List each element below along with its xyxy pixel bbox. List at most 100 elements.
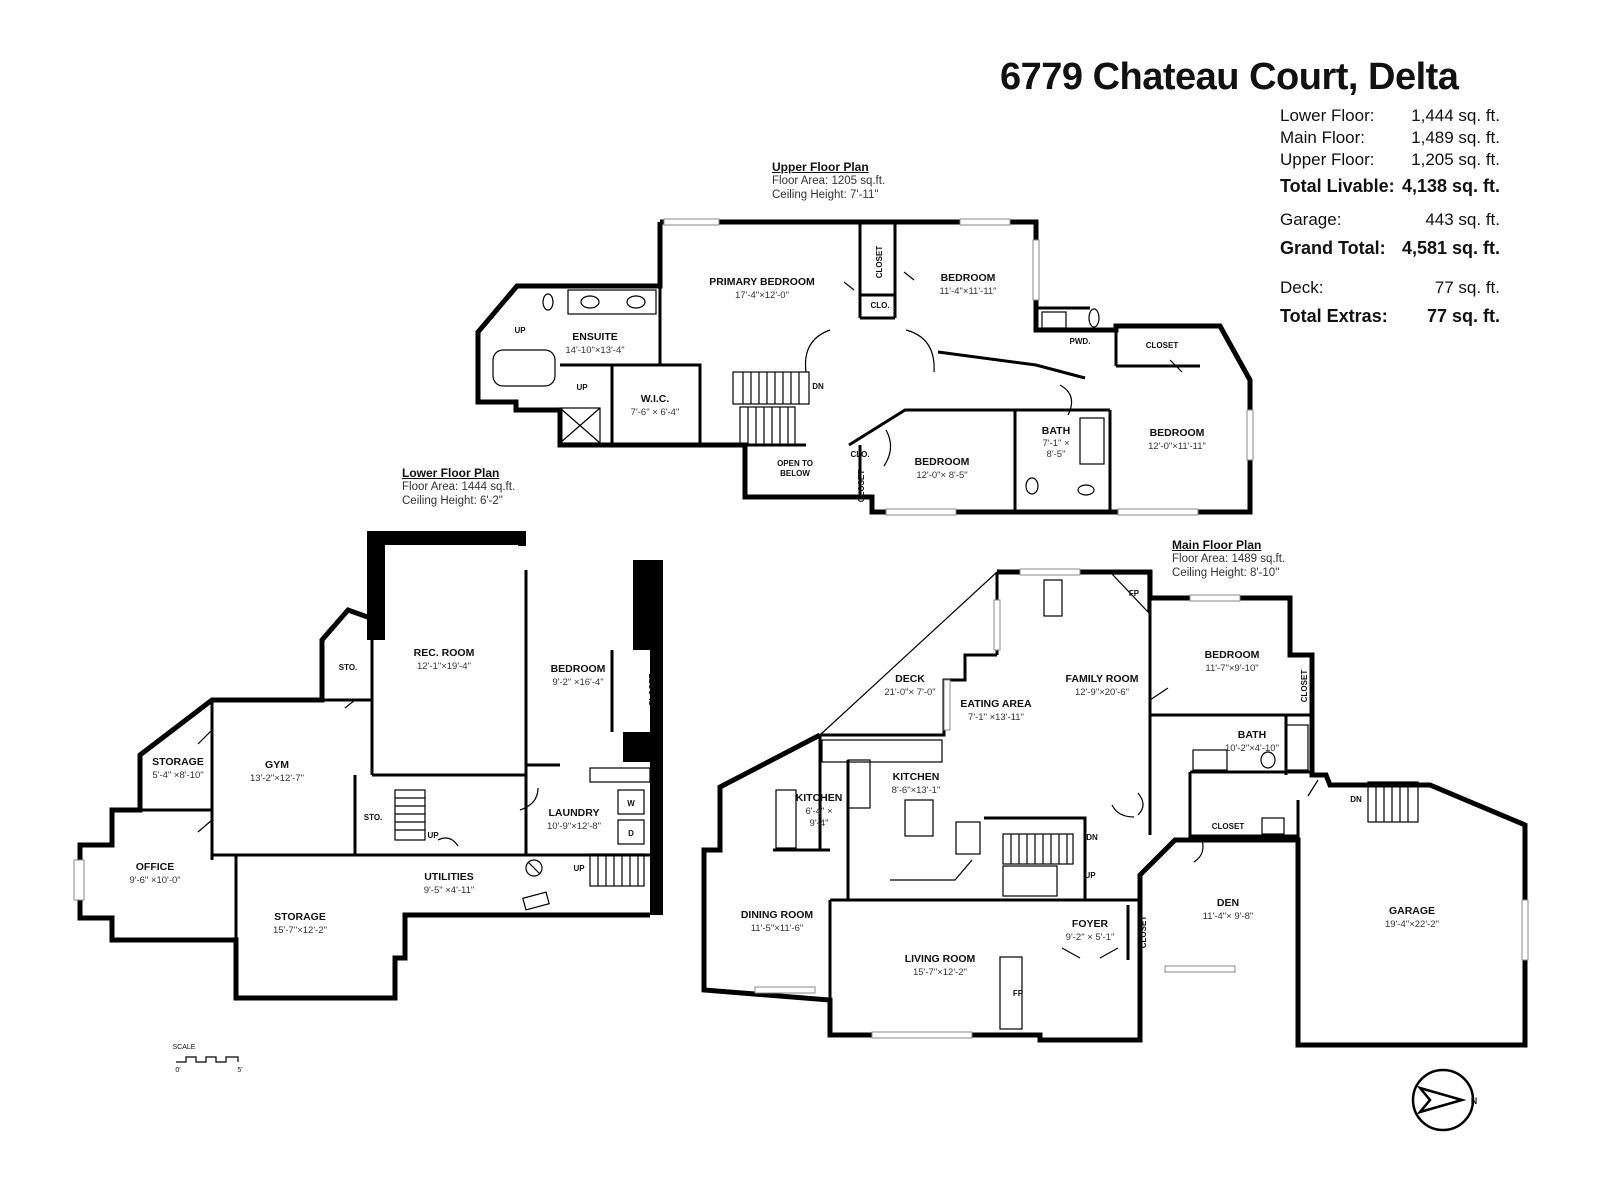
main-deck-dim: 21'-0"× 7'-0" bbox=[884, 687, 935, 698]
main-floor-info: Main Floor Plan Floor Area: 1489 sq.ft. … bbox=[1172, 538, 1285, 580]
main-garage-dim: 19'-4"×22'-2" bbox=[1385, 919, 1439, 930]
lower-storage-1-dim: 5'-4" ×8'-10" bbox=[152, 770, 203, 781]
main-floor-area: Floor Area: 1489 sq.ft. bbox=[1172, 553, 1286, 565]
upper-bedroom-3-dim: 12'-0"× 8'-5" bbox=[916, 470, 967, 481]
main-closet-label-3: CLOSET bbox=[1139, 916, 1148, 949]
main-den-label: DEN bbox=[1217, 897, 1239, 909]
area-value: 77 sq. ft. bbox=[1426, 306, 1500, 326]
main-dining-room-dim: 11'-5"×11'-6" bbox=[751, 923, 804, 934]
upper-bath-dim-1: 7'-1" × bbox=[1042, 438, 1069, 449]
lower-laundry-label: LAUNDRY bbox=[549, 807, 600, 819]
main-eating-area-dim: 7'-1" ×13'-11" bbox=[968, 712, 1024, 723]
lower-floor-info: Lower Floor Plan Floor Area: 1444 sq.ft.… bbox=[402, 466, 515, 508]
lower-gym-dim: 13'-2"×12'-7" bbox=[250, 773, 304, 784]
upper-floor-ceiling: Ceiling Height: 7'-11" bbox=[772, 189, 879, 201]
main-family-room-dim: 12'-9"×20'-6" bbox=[1075, 687, 1129, 698]
area-row: Lower Floor:1,444 sq. ft. bbox=[1280, 106, 1500, 128]
main-deck-label: DECK bbox=[895, 673, 925, 685]
upper-bedroom-1-dim: 11'-4"×11'-11" bbox=[939, 286, 996, 297]
area-row: Total Extras: 77 sq. ft. bbox=[1280, 306, 1500, 328]
area-label: Total Extras: bbox=[1280, 306, 1388, 326]
main-kitchen-dim: 8'-6"×13'-1" bbox=[892, 785, 941, 796]
area-row: Garage:443 sq. ft. bbox=[1280, 210, 1500, 232]
area-row: Total Livable:4,138 sq. ft. bbox=[1280, 176, 1500, 198]
lower-storage-2-dim: 15'-7"×12'-2" bbox=[273, 925, 327, 936]
lower-floor-title: Lower Floor Plan bbox=[402, 466, 500, 480]
upper-up-label-2: UP bbox=[576, 383, 588, 392]
lower-floor-plan: REC. ROOM 12'-1"×19'-4" BEDROOM 9'-2" ×1… bbox=[73, 531, 663, 1001]
lower-floor-area: Floor Area: 1444 sq.ft. bbox=[402, 481, 516, 493]
lower-stairs bbox=[394, 789, 645, 887]
upper-clo-label-2: CLO. bbox=[850, 450, 869, 459]
upper-closet-label-2: CLOSET bbox=[875, 246, 884, 279]
lower-storage-1-label: STORAGE bbox=[152, 756, 204, 768]
main-living-room-dim: 15'-7"×12'-2" bbox=[913, 967, 967, 978]
upper-closet-label-1: CLOSET bbox=[1146, 341, 1179, 350]
lower-floor-ceiling: Ceiling Height: 6'-2" bbox=[402, 495, 503, 507]
upper-stairs bbox=[732, 371, 810, 446]
lower-dryer-label: D bbox=[628, 829, 634, 838]
upper-wic-label: W.I.C. bbox=[641, 393, 670, 405]
main-fireplace-label-1: FP bbox=[1129, 589, 1140, 598]
upper-bath-dim-2: 8'-5" bbox=[1047, 449, 1066, 460]
main-floor-plan: DECK 21'-0"× 7'-0" EATING AREA 7'-1" ×13… bbox=[701, 568, 1529, 1048]
upper-floor-plan: PRIMARY BEDROOM 17'-4"×12'-0" BEDROOM 11… bbox=[475, 218, 1254, 516]
upper-open-to-label-2: BELOW bbox=[780, 469, 810, 478]
main-closet-label-2: CLOSET bbox=[1212, 822, 1245, 831]
lower-utilities-label: UTILITIES bbox=[424, 871, 474, 883]
upper-bedroom-3-label: BEDROOM bbox=[915, 456, 970, 468]
main-bath-label: BATH bbox=[1238, 729, 1266, 741]
lower-laundry-dim: 10'-9"×12'-8" bbox=[547, 821, 601, 832]
main-closet-label-1: CLOSET bbox=[1300, 670, 1309, 703]
lower-sto-label-2: STO. bbox=[364, 813, 383, 822]
lower-up-label-2: UP bbox=[573, 864, 585, 873]
upper-powder-label: PWD. bbox=[1070, 337, 1091, 346]
lower-office-label: OFFICE bbox=[136, 861, 175, 873]
lower-rec-room-label: REC. ROOM bbox=[414, 647, 475, 659]
area-label: Upper Floor: bbox=[1280, 150, 1375, 169]
area-label: Grand Total: bbox=[1280, 238, 1386, 258]
north-label: N bbox=[1471, 1096, 1478, 1106]
upper-bath-label: BATH bbox=[1042, 425, 1070, 437]
upper-up-label-1: UP bbox=[514, 326, 526, 335]
area-value: 4,581 sq. ft. bbox=[1401, 238, 1500, 258]
area-value: 443 sq. ft. bbox=[1425, 210, 1500, 229]
upper-ensuite-label: ENSUITE bbox=[572, 331, 618, 343]
main-floor-ceiling: Ceiling Height: 8'-10" bbox=[1172, 567, 1280, 579]
area-value: 1,489 sq. ft. bbox=[1411, 128, 1500, 147]
main-kitchen-2-dim-1: 6'-4" × bbox=[805, 806, 832, 817]
upper-floor-area: Floor Area: 1205 sq.ft. bbox=[772, 175, 886, 187]
main-family-room-label: FAMILY ROOM bbox=[1066, 673, 1139, 685]
main-fireplace-label-2: FP bbox=[1013, 989, 1024, 998]
main-bedroom-dim: 11'-7"×9'-10" bbox=[1205, 663, 1258, 674]
area-row: Upper Floor: 1,205 sq. ft. bbox=[1280, 150, 1500, 172]
main-foyer-label: FOYER bbox=[1072, 918, 1109, 930]
upper-clo-label-1: CLO. bbox=[870, 301, 889, 310]
upper-primary-bedroom-dim: 17'-4"×12'-0" bbox=[735, 290, 789, 301]
area-label: Main Floor: bbox=[1280, 128, 1366, 147]
upper-bedroom-2-dim: 12'-0"×11'-11" bbox=[1148, 441, 1206, 452]
upper-dn-label: DN bbox=[812, 382, 824, 391]
upper-bedroom-1-label: BEDROOM bbox=[941, 272, 996, 284]
upper-floor-title: Upper Floor Plan bbox=[772, 160, 869, 174]
upper-primary-bedroom-label: PRIMARY BEDROOM bbox=[709, 276, 815, 288]
main-eating-area-label: EATING AREA bbox=[960, 698, 1032, 710]
main-kitchen-2-dim-2: 9'-4" bbox=[810, 818, 829, 829]
lower-closet-label: CLOSET bbox=[648, 674, 657, 707]
north-arrow-icon: N bbox=[1411, 1068, 1478, 1132]
main-garage-label: GARAGE bbox=[1389, 905, 1435, 917]
property-title: 6779 Chateau Court, Delta bbox=[1000, 56, 1459, 98]
main-stairs bbox=[1002, 781, 1419, 897]
area-label: Total Livable: bbox=[1280, 176, 1395, 196]
main-kitchen-2-label: KITCHEN bbox=[796, 792, 843, 804]
scale-five: 5' bbox=[237, 1067, 242, 1074]
area-label: Lower Floor: bbox=[1280, 106, 1375, 125]
main-den-dim: 11'-4"× 9'-8" bbox=[1203, 911, 1254, 922]
lower-bedroom-dim: 9'-2" ×16'-4" bbox=[552, 677, 603, 688]
scale-label: SCALE bbox=[173, 1044, 196, 1051]
main-dining-room-label: DINING ROOM bbox=[741, 909, 814, 921]
area-value: 1,205 sq. ft. bbox=[1411, 150, 1500, 169]
main-bath-dim: 10'-2"×4'-10" bbox=[1225, 743, 1279, 754]
main-dn-label-1: DN bbox=[1086, 833, 1098, 842]
